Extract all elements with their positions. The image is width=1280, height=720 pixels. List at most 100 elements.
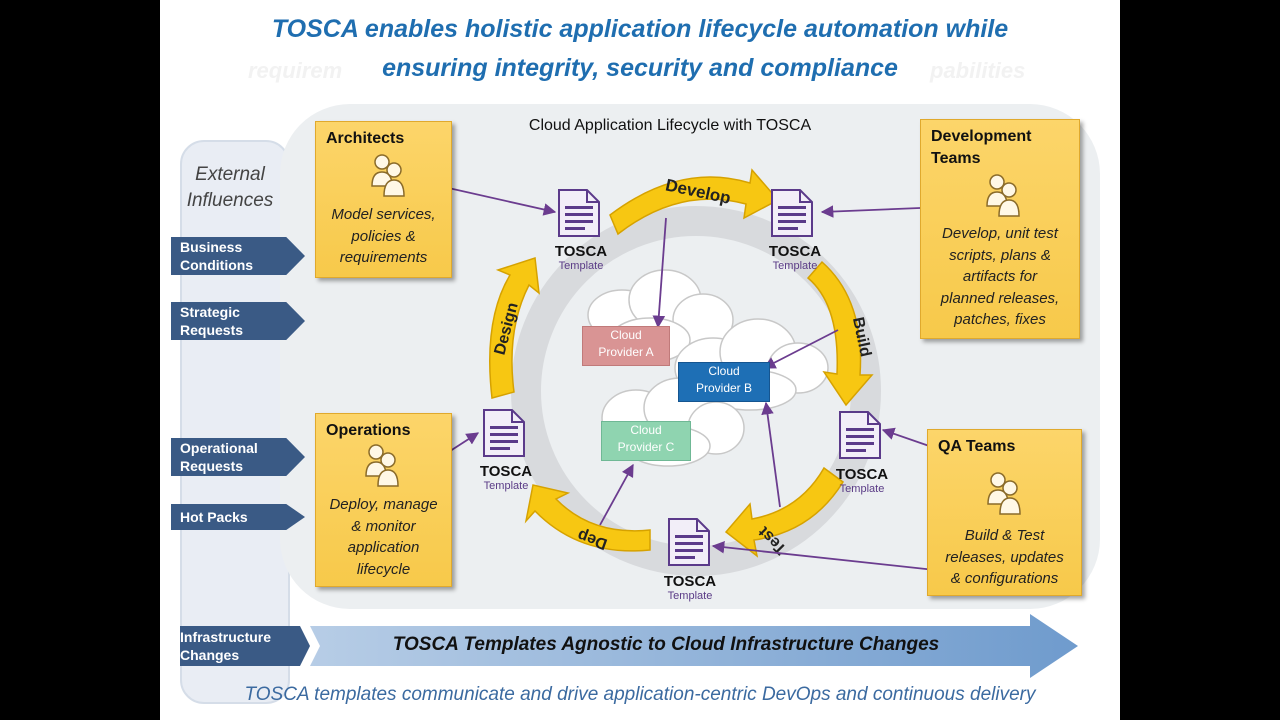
chevron-label-line-2: Changes xyxy=(180,647,240,663)
architects-title: Architects xyxy=(326,130,405,147)
chevron-label-line-1: Operational xyxy=(180,440,258,456)
footer-text: TOSCA templates communicate and drive ap… xyxy=(244,684,1036,705)
big-arrow-shape xyxy=(310,614,1078,678)
chevron-label-line-1: Business xyxy=(180,239,243,255)
design-arrow xyxy=(489,257,540,399)
title-line-1: Development xyxy=(931,128,1032,145)
description-line: application xyxy=(347,539,420,556)
description-line: artifacts for xyxy=(962,268,1038,285)
slide-title-line-1: TOSCA enables holistic application lifec… xyxy=(271,15,1009,43)
connector-qa xyxy=(881,427,936,449)
slide: requirem pabilities TOSCA enables holist… xyxy=(160,0,1120,720)
provider-b-line-2: Provider B xyxy=(695,381,753,395)
template-sublabel: Template xyxy=(772,260,818,272)
description-line: scripts, plans & xyxy=(949,246,1051,264)
tosca-template-label-1: TOSCA Template xyxy=(536,244,626,273)
bottom-arrow-text: TOSCA Templates Agnostic to Cloud Infras… xyxy=(392,634,940,655)
tosca-doc-icon-5 xyxy=(668,518,710,566)
tosca-template-label-5: TOSCA Template xyxy=(645,574,735,603)
test-arrow xyxy=(724,466,845,558)
tosca-label: TOSCA xyxy=(554,243,608,260)
description-line: Model services, xyxy=(331,206,436,223)
description-line: lifecycle xyxy=(356,560,411,578)
connector-build-cloud xyxy=(762,329,839,369)
template-sublabel: Template xyxy=(839,483,885,495)
slide-title-line-2: ensuring integrity, security and complia… xyxy=(382,54,898,82)
people-icon xyxy=(365,444,399,487)
chevron-infrastructure-changes xyxy=(180,626,310,666)
tosca-template-label-3: TOSCA Template xyxy=(461,464,551,493)
qa-teams-title: QA Teams xyxy=(938,438,1016,455)
provider-a-line-1: Cloud xyxy=(610,328,642,342)
description-line: releases, updates xyxy=(945,548,1064,566)
connector-test-cloud xyxy=(761,401,781,508)
description-line: Deploy, manage xyxy=(329,496,438,513)
description-line: planned releases, xyxy=(940,289,1060,307)
architects-description: Model services, policies & requirements xyxy=(320,204,447,269)
architects-box: Architects Model services, policies & re… xyxy=(315,121,452,278)
external-title-line-1: External xyxy=(195,164,265,185)
external-influences-panel xyxy=(180,140,290,704)
cloud-provider-a: Cloud Provider A xyxy=(582,326,670,366)
deploy-arrow xyxy=(524,484,651,552)
infrastructure-arrow xyxy=(180,614,1078,678)
connector-devteams xyxy=(820,205,921,218)
ghost-text-left: requirem xyxy=(248,58,343,83)
external-influences-title: External Influences xyxy=(170,162,290,214)
description-line: patches, fixes xyxy=(954,311,1046,328)
chevron-label-line-1: Hot Packs xyxy=(180,509,248,525)
chevron-hot-packs: Hot Packs xyxy=(171,504,305,530)
build-arrow xyxy=(806,260,874,407)
title-line-2: Teams xyxy=(931,150,981,167)
template-sublabel: Template xyxy=(667,590,713,602)
people-icon xyxy=(987,472,1021,515)
ghost-text-right: pabilities xyxy=(930,58,1026,83)
external-title-line-2: Influences xyxy=(186,190,274,211)
description-line: requirements xyxy=(339,249,428,266)
connector-design-cloud xyxy=(652,217,667,329)
operations-title: Operations xyxy=(326,422,411,439)
qa-teams-description: Build & Test releases, updates & configu… xyxy=(932,525,1077,590)
tosca-doc-icon-2 xyxy=(771,189,813,237)
development-teams-title: Development Teams xyxy=(931,126,1031,170)
description-line: policies & xyxy=(351,227,416,245)
connector-qa-test xyxy=(711,540,936,571)
development-teams-description: Develop, unit test scripts, plans & arti… xyxy=(925,223,1075,331)
tosca-label: TOSCA xyxy=(663,573,717,590)
provider-b-line-1: Cloud xyxy=(708,364,740,378)
people-icon xyxy=(371,154,405,197)
tosca-doc-icon-1 xyxy=(558,189,600,237)
provider-c-line-2: Provider C xyxy=(617,440,675,454)
qa-teams-box: QA Teams Build & Test releases, updates … xyxy=(927,429,1082,596)
tosca-label: TOSCA xyxy=(479,463,533,480)
tosca-doc-icon-4 xyxy=(839,411,881,459)
operations-box: Operations Deploy, manage & monitor appl… xyxy=(315,413,452,587)
tosca-template-label-4: TOSCA Template xyxy=(817,467,907,496)
chevron-label-line-2: Requests xyxy=(180,458,244,474)
description-line: & monitor xyxy=(351,517,416,535)
template-sublabel: Template xyxy=(483,480,529,492)
tosca-label: TOSCA xyxy=(768,243,822,260)
tosca-template-label-2: TOSCA Template xyxy=(750,244,840,273)
chevron-label-line-2: Conditions xyxy=(180,257,254,273)
operations-description: Deploy, manage & monitor application lif… xyxy=(320,494,447,580)
people-icon xyxy=(986,174,1020,217)
diagram-title: Cloud Application Lifecycle with TOSCA xyxy=(528,117,812,134)
provider-c-line-1: Cloud xyxy=(630,423,662,437)
template-sublabel: Template xyxy=(558,260,604,272)
description-line: & configurations xyxy=(950,570,1059,587)
chevron-label-line-1: Strategic xyxy=(180,304,240,320)
tosca-doc-icon-3 xyxy=(483,409,525,457)
cloud-provider-b: Cloud Provider B xyxy=(678,362,770,402)
development-teams-box: Development Teams Develop, unit test scr… xyxy=(920,119,1080,339)
chevron-label-line-2: Requests xyxy=(180,322,244,338)
connector-deploy-cloud xyxy=(599,463,634,526)
chevron-label-line-1: Infrastructure xyxy=(180,629,272,645)
provider-a-line-2: Provider A xyxy=(598,345,654,359)
description-line: Develop, unit test xyxy=(942,225,1058,242)
description-line: Build & Test xyxy=(964,527,1045,544)
